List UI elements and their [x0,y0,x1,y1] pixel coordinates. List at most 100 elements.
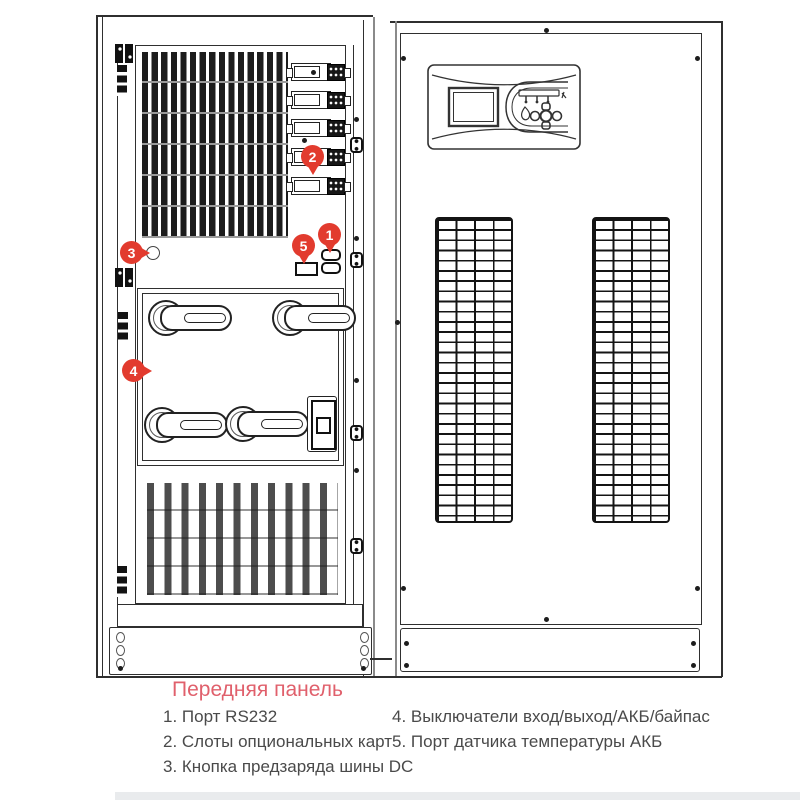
plinth-screw [118,666,123,671]
left-frame-inner-line [102,15,103,677]
slot-tab [344,68,351,78]
bottom-vent-grid [147,483,338,595]
door-latch [117,65,127,96]
slot-inner [294,94,320,106]
slot-tab [344,153,351,163]
right-cabinet-right-edge [721,21,723,677]
up-button [541,102,551,111]
plinth-hole [116,645,125,656]
right-cabinet-left-edge [395,21,397,677]
door-lock [350,425,363,441]
slot-connector [327,178,345,195]
slot-screw [311,70,316,75]
slot-tab [286,124,293,134]
plinth-hole [360,645,369,656]
door-screw [302,138,307,143]
door-screw [695,56,700,61]
plinth-screw [404,641,409,646]
slot-connector [327,92,345,109]
floor-line [96,676,722,678]
left-cabinet-right-edge [373,17,375,677]
switch-handle-slot [308,313,350,323]
callout-pin-5: 5 [292,234,315,257]
rotary-switch-output [272,300,362,337]
battery-temp-sensor-port [295,262,318,276]
right-cabinet-top-line [390,21,722,23]
callout-pin-1: 1 [318,223,341,246]
base-connector-line [370,658,392,660]
next-section-edge [115,792,800,800]
rotary-switch-input [148,300,238,337]
control-panel [427,64,581,150]
legend-item-1: 1. Порт RS232 [163,707,278,726]
right-button [551,110,563,122]
left-button [529,110,541,122]
callout-number: 1 [325,226,334,243]
breaker-toggle [316,417,331,434]
left-plinth [109,627,372,675]
door-screw [395,320,400,325]
rotary-switch-bypass [225,406,315,443]
callout-number: 3 [127,244,136,261]
slot-inner [294,180,320,192]
option-card-slot-2 [286,91,351,109]
right-vent-grid-right [592,217,670,523]
legend-item-3: 3. Кнопка предзаряда шины DC [163,757,414,776]
door-latch [117,566,127,597]
legend-item-5: 5. Порт датчика температуры АКБ [392,732,663,751]
top-vent-grid [142,52,288,238]
door-lock [350,252,363,268]
plinth-screw [691,663,696,668]
right-vent-grid-left [435,217,513,523]
slot-tab [286,182,293,192]
lock-screw [354,117,359,122]
slot-tab [286,68,293,78]
serial-port [321,262,341,274]
led-indicator-bar [518,89,560,97]
slot-tab [344,182,351,192]
door-lock [350,137,363,153]
option-card-slot-3 [286,119,351,137]
door-screw [401,586,406,591]
slot-tab [286,96,293,106]
door-screw [695,586,700,591]
slot-connector [327,64,345,81]
plinth-hole [360,632,369,643]
plinth-screw [691,641,696,646]
door-screw [544,28,549,33]
down-button [541,121,551,130]
alarm-icon [521,106,531,121]
option-card-slot-5 [286,177,351,195]
slot-inner [294,122,320,134]
plinth-hole [116,632,125,643]
callout-pin-4: 4 [122,359,145,382]
left-cabinet-top-line [96,15,373,17]
legend-item-4: 4. Выключатели вход/выход/АКБ/байпас [392,707,710,726]
lcd-screen [447,86,500,128]
legend-title: Передняя панель [172,678,343,701]
lock-screw [354,236,359,241]
right-plinth [400,628,700,672]
door-lock [350,538,363,554]
callout-number: 4 [129,362,138,379]
callout-pin-3: 3 [120,241,143,264]
door-screw [401,56,406,61]
rotary-switch-battery [144,407,234,444]
slot-tab [344,96,351,106]
callout-number: 5 [299,237,308,254]
slot-connector [327,149,345,166]
plinth-screw [404,663,409,668]
hinge-strip-line [117,45,118,625]
door-screw [544,617,549,622]
plinth-screw [361,666,366,671]
door-hinge [115,44,135,63]
slot-connector [327,120,345,137]
right-inner-frame-line [363,20,364,677]
door-latch [118,312,128,343]
switch-handle-slot [184,313,226,323]
bottom-band [117,604,363,627]
slot-tab [286,153,293,163]
switch-handle-slot [261,419,303,429]
breaker-body [311,400,336,450]
